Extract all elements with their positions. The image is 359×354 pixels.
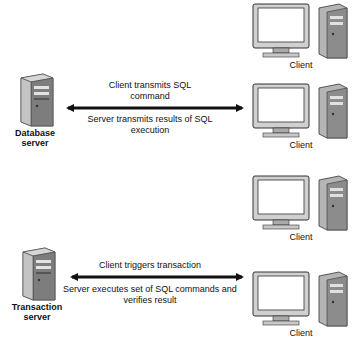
client-computer-icon [247,172,355,232]
server-label: Transaction server [4,302,70,322]
server-icon [15,246,59,302]
edge-label: Client triggers transaction [98,260,202,271]
double-arrow [68,107,242,110]
arrow-note: Server executes set of SQL commands and … [62,284,238,306]
client-label: Client [246,328,356,338]
client-node: Client [246,172,356,242]
edge-label: Client transmits SQL command [104,80,196,102]
client-node: Client [246,80,356,150]
server-icon [13,72,57,128]
client-computer-icon [247,80,355,140]
double-arrow [72,276,242,279]
client-label: Client [246,60,356,70]
server-label: Database server [4,128,66,148]
client-node: Client [246,0,356,70]
server-node: Transaction server [4,246,70,322]
server-node: Database server [4,72,66,148]
client-computer-icon [247,0,355,60]
client-computer-icon [247,268,355,328]
client-label: Client [246,140,356,150]
arrow-note: Server transmits results of SQL executio… [80,114,220,136]
client-label: Client [246,232,356,242]
client-node: Client [246,268,356,338]
